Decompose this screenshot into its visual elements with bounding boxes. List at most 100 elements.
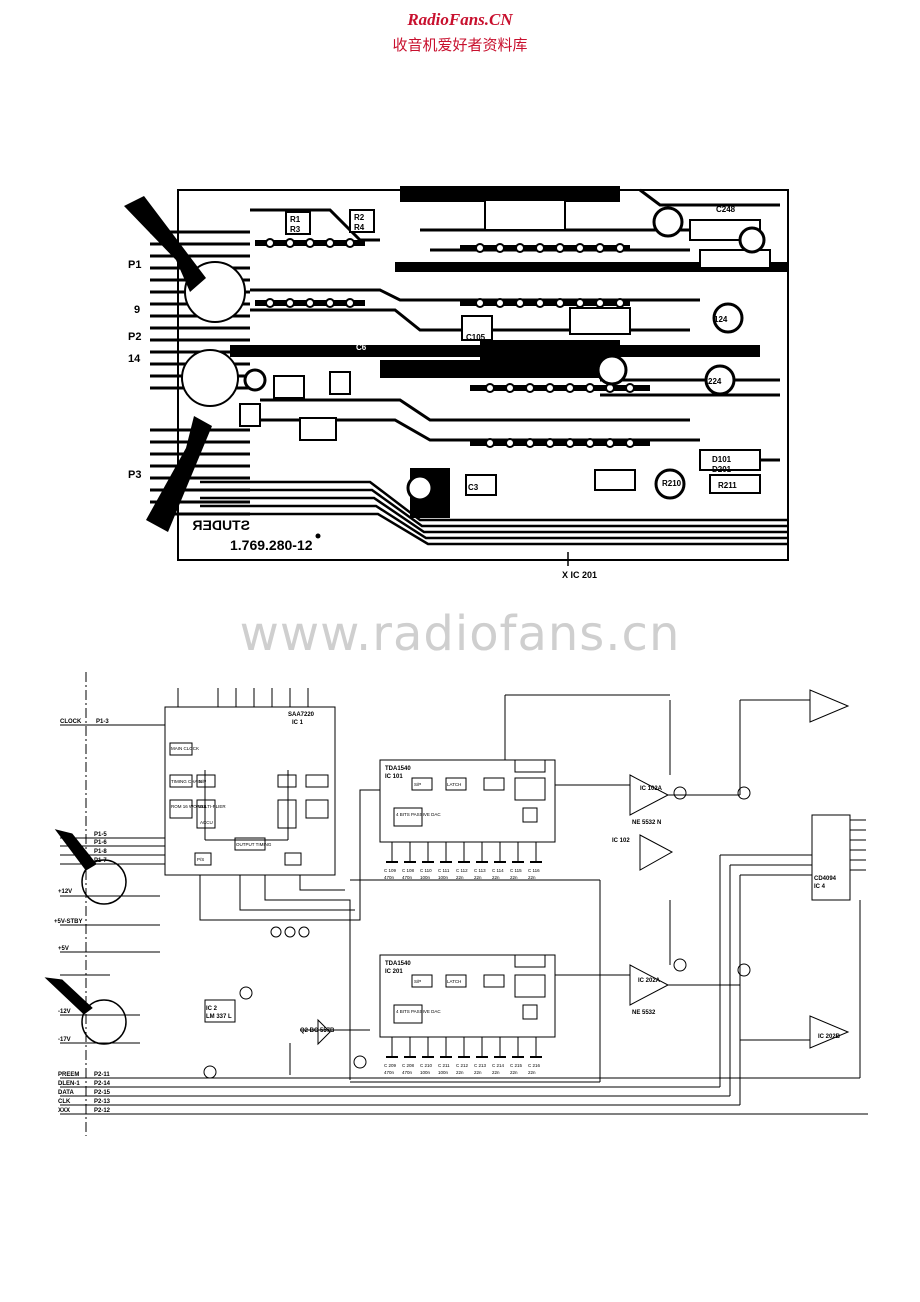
capacitor-name: C 110	[420, 868, 432, 873]
conn-p1-6: P1-6	[94, 840, 107, 846]
pcb-r3: R3	[290, 225, 301, 234]
schematic	[44, 672, 868, 1136]
ic101-block-passive: 4 BITS PASSIVE DAC	[396, 812, 441, 817]
capacitor-value: 470n	[384, 1070, 395, 1075]
pcb-c249: R211	[718, 481, 737, 490]
pcb-c6: C6	[356, 343, 367, 352]
conn-p1-7: P1-7	[94, 858, 107, 864]
pcb-label-9: 9	[134, 304, 140, 316]
label-xxx: XXX	[58, 1108, 70, 1114]
opamp-type-1: NE 5532 N	[632, 820, 661, 826]
ic1-title: SAA7220	[288, 712, 315, 718]
ic1-block-accu: ACCU	[200, 820, 213, 825]
capacitor-name: C 108	[402, 868, 415, 873]
capacitor-name: C 210	[420, 1063, 433, 1068]
ic1-name: IC 1	[292, 720, 304, 726]
capacitor-value: 470n	[402, 1070, 413, 1075]
ic1-block-timing: TIMING CHAIN	[171, 779, 202, 784]
capacitor-value: 100n	[438, 1070, 449, 1075]
capacitor-value: 22n	[492, 1070, 500, 1075]
capacitor-value: 470n	[402, 875, 413, 880]
capacitor-name: C 213	[474, 1063, 487, 1068]
capacitor-name: C 208	[402, 1063, 415, 1068]
ic1-block-multiplier: MULTI-PLIER	[198, 804, 226, 809]
capacitor-name: C 114	[492, 868, 504, 873]
ic101-title: TDA1540	[385, 766, 411, 772]
capacitor-value: 100n	[420, 1070, 431, 1075]
pcb-r1: R1	[290, 215, 301, 224]
label-data: DATA	[58, 1090, 74, 1096]
capacitor-value: 22n	[528, 875, 536, 880]
conn-p2-12: P2-12	[94, 1108, 111, 1114]
capacitor-name: C 212	[456, 1063, 469, 1068]
label-clk: CLK	[58, 1099, 71, 1105]
ic201-block-latch: LATCH	[447, 979, 461, 984]
ic4-title: CD4094	[814, 876, 837, 882]
capacitor-value: 100n	[420, 875, 431, 880]
ic201-block-passive: 4 BITS PASSIVE DAC	[396, 1009, 441, 1014]
capacitor-name: C 111	[438, 868, 450, 873]
label-preem: PREEM	[58, 1072, 79, 1078]
ic1-block-clock: MAIN CLOCK	[171, 746, 199, 751]
capacitor-name: C 109	[384, 868, 397, 873]
conn-p1-5: P1-5	[94, 832, 107, 838]
capacitor-name: C 216	[528, 1063, 541, 1068]
pcb-r211: D201	[712, 465, 732, 474]
conn-p1-3: P1-3	[96, 719, 109, 725]
capacitor-labels: C 109 470n C 108 470n C 110 100n C 111 100n C 11…	[384, 868, 541, 1075]
label-plus5v: +5V	[58, 946, 69, 952]
capacitor-value: 100n	[438, 875, 449, 880]
pcb-board: P1 9 P2 14 P3 R1 R2 R3 R4 C6 C248 R211 D…	[124, 186, 789, 580]
opamp-ic202a: IC 202A	[638, 978, 661, 984]
ic1-block-sp: S/P	[199, 779, 206, 784]
pcb-d201: C3	[468, 483, 479, 492]
capacitor-value: 22n	[492, 875, 500, 880]
capacitor-name: C 215	[510, 1063, 523, 1068]
label-dlen: DLEN-1	[58, 1081, 80, 1087]
ic1-block-ps: P/S	[197, 857, 204, 862]
pcb-r2: R2	[354, 213, 365, 222]
transistor-q2: Q2 BC 557B	[300, 1028, 335, 1034]
capacitor-name: C 115	[510, 868, 522, 873]
conn-p2-14: P2-14	[94, 1081, 111, 1087]
watermark-text: www.radiofans.cn	[239, 606, 681, 662]
pcb-label-p1: P1	[128, 259, 141, 271]
ic101-name: IC 101	[385, 774, 403, 780]
opamp-ic102: IC 102	[612, 838, 630, 844]
pcb-c148: C248	[716, 205, 736, 214]
pcb-brand: STUDER	[192, 517, 250, 533]
pcb-part-number: 1.769.280-12	[230, 537, 313, 553]
capacitor-value: 22n	[456, 875, 464, 880]
label-clock: CLOCK	[60, 719, 82, 725]
pcb-r210: D101	[712, 455, 732, 464]
conn-p1-8: P1-8	[94, 849, 107, 855]
capacitor-name: C 209	[384, 1063, 397, 1068]
pcb-d101: C105	[466, 333, 486, 342]
ic2-title: LM 337 L	[206, 1014, 232, 1020]
ic4-name: IC 4	[814, 884, 826, 890]
site-subtitle: 收音机爱好者资料库	[392, 36, 528, 54]
ic2-name: IC 2	[206, 1006, 218, 1012]
capacitor-value: 22n	[474, 875, 482, 880]
pcb-label-p2: P2	[128, 331, 141, 343]
ic201-name: IC 201	[385, 969, 403, 975]
capacitor-value: 22n	[510, 1070, 518, 1075]
capacitor-value: 470n	[384, 875, 395, 880]
capacitor-value: 22n	[510, 875, 518, 880]
capacitor-value: 22n	[528, 1070, 536, 1075]
pcb-r4: R4	[354, 223, 365, 232]
label-minus12v: -12V	[58, 1009, 71, 1015]
capacitor-name: C 112	[456, 868, 468, 873]
pcb-label-p3: P3	[128, 469, 141, 481]
ic201-block-sp: S/P	[414, 979, 421, 984]
pcb-brand-text: STUDER	[192, 517, 250, 533]
label-5v-stby: +5V-STBY	[54, 919, 83, 925]
capacitor-name: C 211	[438, 1063, 450, 1068]
capacitor-value: 22n	[456, 1070, 464, 1075]
pcb-t124: 124	[714, 315, 728, 324]
opamp-type-2: NE 5532	[632, 1010, 656, 1016]
opamp-ic202b: IC 202B	[818, 1034, 841, 1040]
ic101-block-latch: LATCH	[447, 782, 461, 787]
capacitor-name: C 116	[528, 868, 540, 873]
